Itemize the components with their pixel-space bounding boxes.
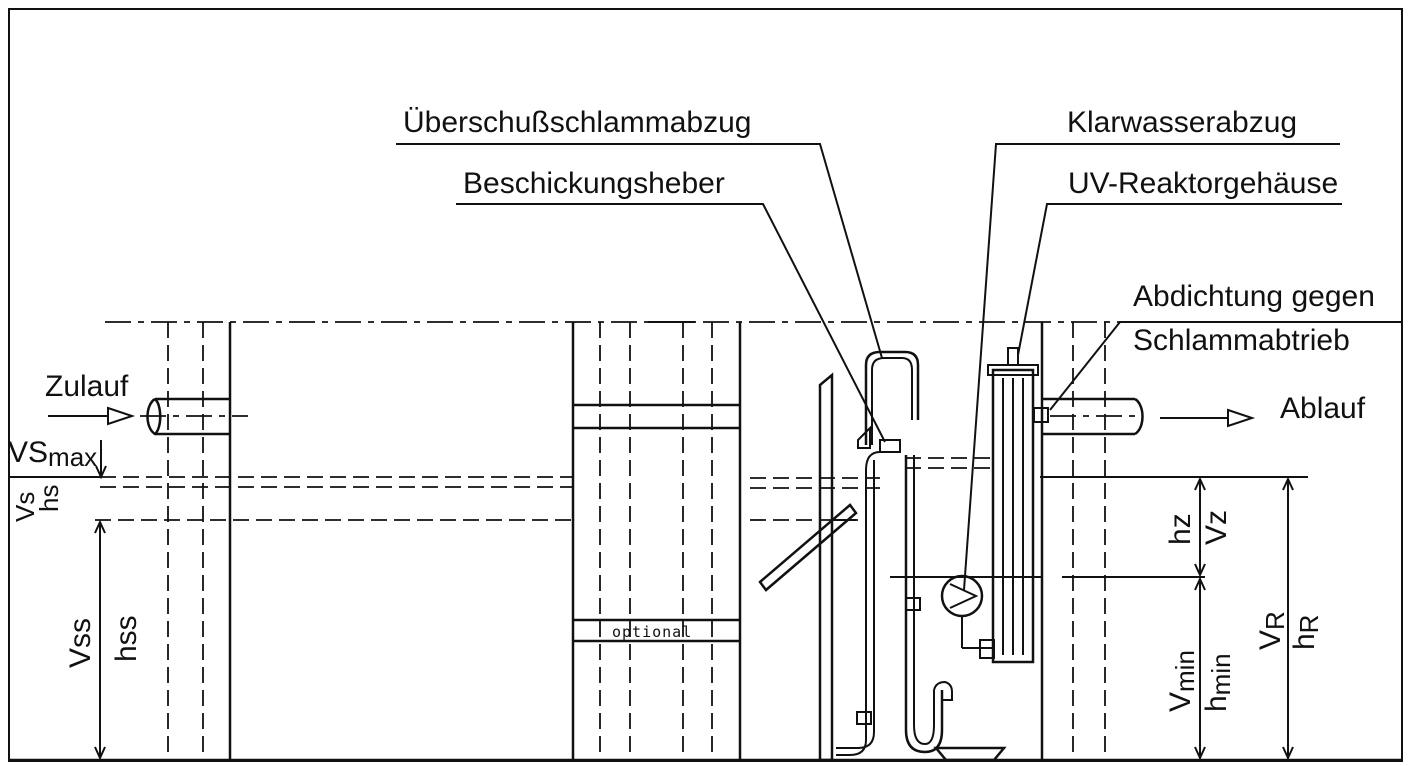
vz-label: Vz (1200, 510, 1233, 545)
middle-partition (571, 321, 742, 760)
clear-water-pipe (856, 455, 953, 754)
beschickung-label: Beschickungsheber (463, 167, 725, 200)
left-wall (167, 322, 232, 760)
ablauf-label: Ablauf (1280, 392, 1366, 425)
hmin-label: hmin (1200, 653, 1236, 712)
hs-label: hs (34, 485, 64, 512)
inlet-arrow-icon (48, 406, 136, 426)
hr-label: hR (1288, 615, 1324, 650)
sludge-funnel (933, 746, 1007, 762)
hss-label: hss (110, 615, 143, 662)
outlet-pipe (1033, 397, 1144, 436)
ueberschuss-label: Überschußschlammabzug (403, 106, 751, 139)
water-level-lines (10, 457, 1308, 578)
excess-sludge-pipe (836, 350, 920, 756)
pump-icon (940, 574, 995, 649)
optional-label: optional (612, 623, 692, 641)
vr-label: VR (1254, 611, 1290, 650)
ueberschuss-leader (396, 143, 883, 359)
vs-label: Vs (10, 492, 40, 522)
zulauf-label: Zulauf (45, 370, 129, 403)
uv-leader (1017, 203, 1342, 356)
vss-label: Vss (64, 618, 97, 668)
inlet-pipe (140, 397, 248, 436)
beschickung-leader (456, 203, 886, 443)
abdichtung-leader (1049, 321, 1402, 411)
abdichtung-label-1: Abdichtung gegen (1133, 280, 1375, 313)
outlet-arrow-icon (1160, 408, 1256, 428)
feed-siphon (758, 372, 871, 762)
vsmax-label: VSmax (8, 436, 97, 472)
klarwasser-leader (963, 143, 1340, 591)
vmin-label: Vmin (1164, 650, 1200, 712)
abdichtung-label-2: Schlammabtrieb (1133, 324, 1350, 357)
uv-reactor (979, 347, 1039, 664)
klarwasser-label: Klarwasserabzug (1067, 106, 1297, 139)
right-wall (1040, 322, 1106, 760)
uv-label: UV-Reaktorgehäuse (1068, 167, 1338, 200)
hz-label: hz (1164, 513, 1197, 545)
